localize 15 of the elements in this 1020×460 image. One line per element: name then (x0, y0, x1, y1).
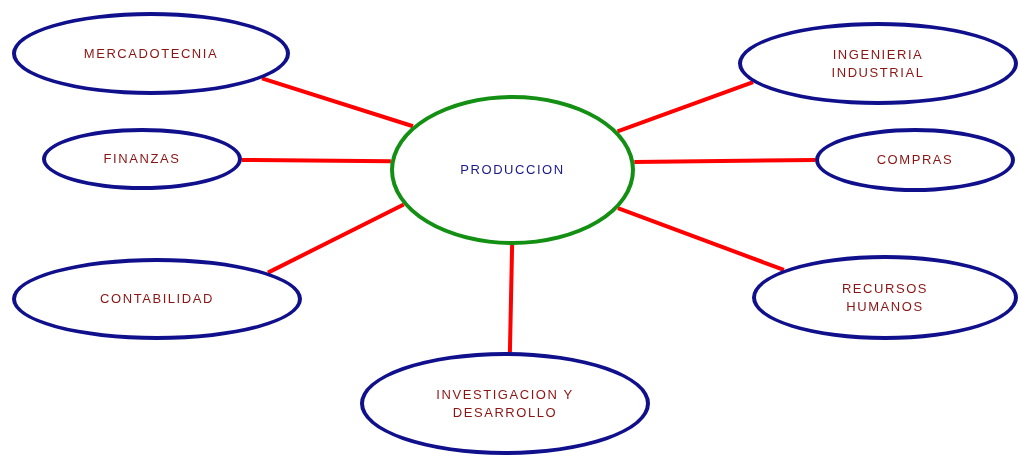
connector-line (616, 80, 754, 134)
connector-line (241, 157, 391, 164)
connector-line (507, 244, 515, 353)
node-label: CONTABILIDAD (100, 290, 214, 308)
node-label: COMPRAS (876, 151, 954, 169)
node-label: FINANZAS (103, 150, 181, 168)
node-label: PRODUCCION (460, 161, 565, 179)
connector-line (261, 76, 414, 129)
connector-line (617, 206, 785, 272)
node-label: INVESTIGACION Y DESARROLLO (435, 385, 575, 422)
connector-line (634, 158, 816, 164)
connector-line (267, 202, 405, 275)
node-label: INGENIERIA INDUSTRIAL (830, 45, 926, 82)
node-label: MERCADOTECNIA (83, 44, 219, 63)
node-label: RECURSOS HUMANOS (840, 279, 930, 316)
